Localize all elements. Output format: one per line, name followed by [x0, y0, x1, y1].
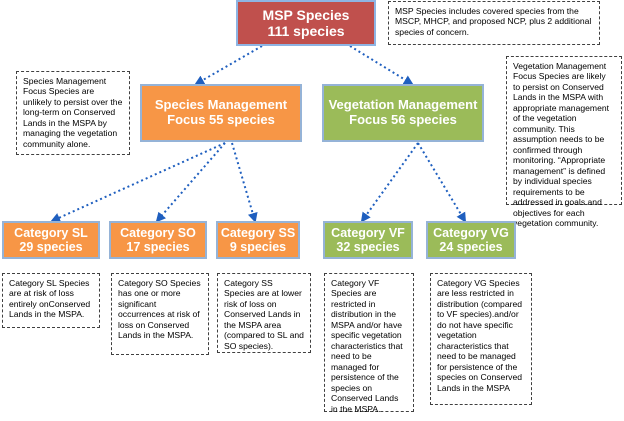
category-vg-title: Category VG — [433, 225, 509, 240]
connector-root-species — [194, 45, 263, 85]
category-so-count: 17 species — [126, 240, 190, 254]
msp-species-title: MSP Species — [262, 6, 350, 23]
category-sl-title: Category SL — [14, 225, 88, 240]
species-management-title: Species Management — [154, 97, 288, 113]
species-management-box: Species Management Focus 55 species — [140, 84, 302, 142]
category-vf-box: Category VF 32 species — [323, 221, 413, 259]
category-sl-count: 29 species — [19, 240, 83, 254]
category-ss-note: Category SS Species are at lower risk of… — [217, 273, 311, 353]
category-vf-title: Category VF — [331, 225, 405, 240]
connector-root-vegetation — [349, 45, 414, 86]
connector-species-sl — [50, 142, 226, 223]
connector-species-ss — [231, 142, 258, 223]
category-so-title: Category SO — [120, 225, 196, 240]
category-vg-box: Category VG 24 species — [426, 221, 516, 259]
vegetation-management-box: Vegetation Management Focus 56 species — [322, 84, 484, 142]
category-so-note: Category SO Species has one or more sign… — [111, 273, 209, 355]
vegetation-management-note: Vegetation Management Focus Species are … — [506, 56, 622, 228]
category-sl-note: Category SL Species are at risk of loss … — [2, 273, 100, 328]
vegetation-management-count: Focus 56 species — [349, 112, 457, 127]
category-ss-box: Category SS 9 species — [216, 221, 300, 259]
category-so-box: Category SO 17 species — [109, 221, 207, 259]
vegetation-management-title: Vegetation Management — [328, 97, 478, 113]
category-vg-count: 24 species — [439, 240, 503, 254]
category-vf-count: 32 species — [336, 240, 400, 254]
connector-veg-vg — [417, 142, 467, 223]
species-management-count: Focus 55 species — [167, 112, 275, 127]
category-ss-title: Category SS — [220, 225, 296, 240]
msp-species-note: MSP Species includes covered species fro… — [388, 1, 600, 45]
category-sl-box: Category SL 29 species — [2, 221, 100, 259]
species-management-note: Species Management Focus Species are unl… — [16, 71, 130, 155]
category-vg-note: Category VG Species are less restricted … — [430, 273, 532, 405]
connector-species-so — [155, 142, 226, 223]
msp-species-box: MSP Species 111 species — [236, 0, 376, 46]
category-ss-count: 9 species — [229, 240, 287, 254]
category-vf-note: Category VF Species are restricted in di… — [324, 273, 414, 414]
connector-veg-vf — [360, 142, 419, 223]
msp-species-count: 111 species — [267, 23, 345, 39]
